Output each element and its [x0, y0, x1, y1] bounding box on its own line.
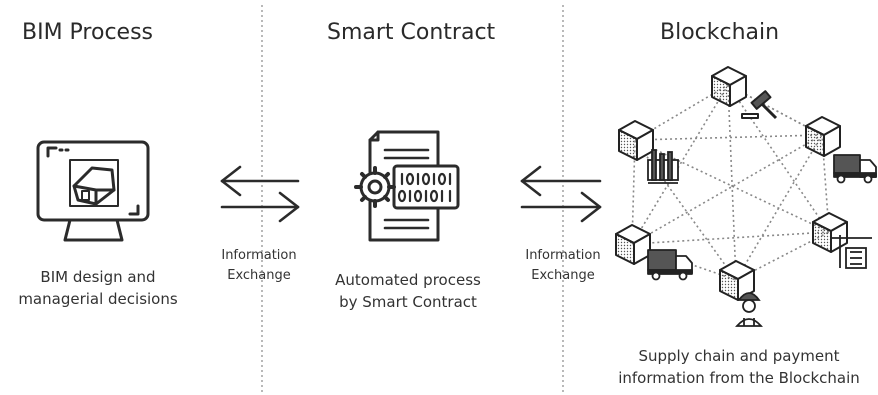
block-lower-left — [615, 224, 651, 265]
document-gear-binary-icon — [354, 130, 460, 242]
block-upper-left — [618, 120, 654, 161]
caption-line1: BIM design and — [40, 268, 156, 286]
caption-blockchain: Supply chain and payment information fro… — [600, 345, 878, 389]
exchange-line2: Exchange — [227, 268, 291, 283]
exchange-label-left: Information Exchange — [204, 246, 314, 286]
caption-line2: managerial decisions — [18, 290, 178, 308]
factory-icon — [647, 149, 679, 184]
gear-icon — [354, 166, 396, 208]
block-lower-right — [812, 212, 848, 253]
truck-icon — [833, 154, 877, 184]
heading-blockchain: Blockchain — [660, 20, 780, 45]
exchange-label-right: Information Exchange — [508, 246, 618, 286]
caption-line2: information from the Blockchain — [618, 369, 860, 387]
exchange-arrows-left — [220, 165, 300, 223]
crane-building-icon — [832, 235, 872, 269]
caption-smart-contract: Automated process by Smart Contract — [310, 269, 506, 313]
block-upper-right — [805, 116, 841, 157]
truck-icon — [647, 249, 693, 281]
exchange-line1: Information — [221, 248, 297, 263]
block-top — [711, 66, 747, 107]
caption-bim: BIM design and managerial decisions — [0, 266, 196, 310]
blockchain-network-icon — [615, 66, 877, 327]
exchange-arrows-right — [520, 165, 602, 223]
exchange-line2: Exchange — [531, 268, 595, 283]
caption-line1: Automated process — [335, 271, 481, 289]
gavel-icon — [741, 90, 778, 120]
caption-line1: Supply chain and payment — [638, 347, 840, 365]
exchange-line1: Information — [525, 248, 601, 263]
heading-bim-process: BIM Process — [22, 20, 154, 45]
worker-icon — [735, 292, 763, 327]
computer-house-icon — [36, 140, 150, 242]
caption-line2: by Smart Contract — [339, 293, 477, 311]
heading-smart-contract: Smart Contract — [327, 20, 496, 45]
